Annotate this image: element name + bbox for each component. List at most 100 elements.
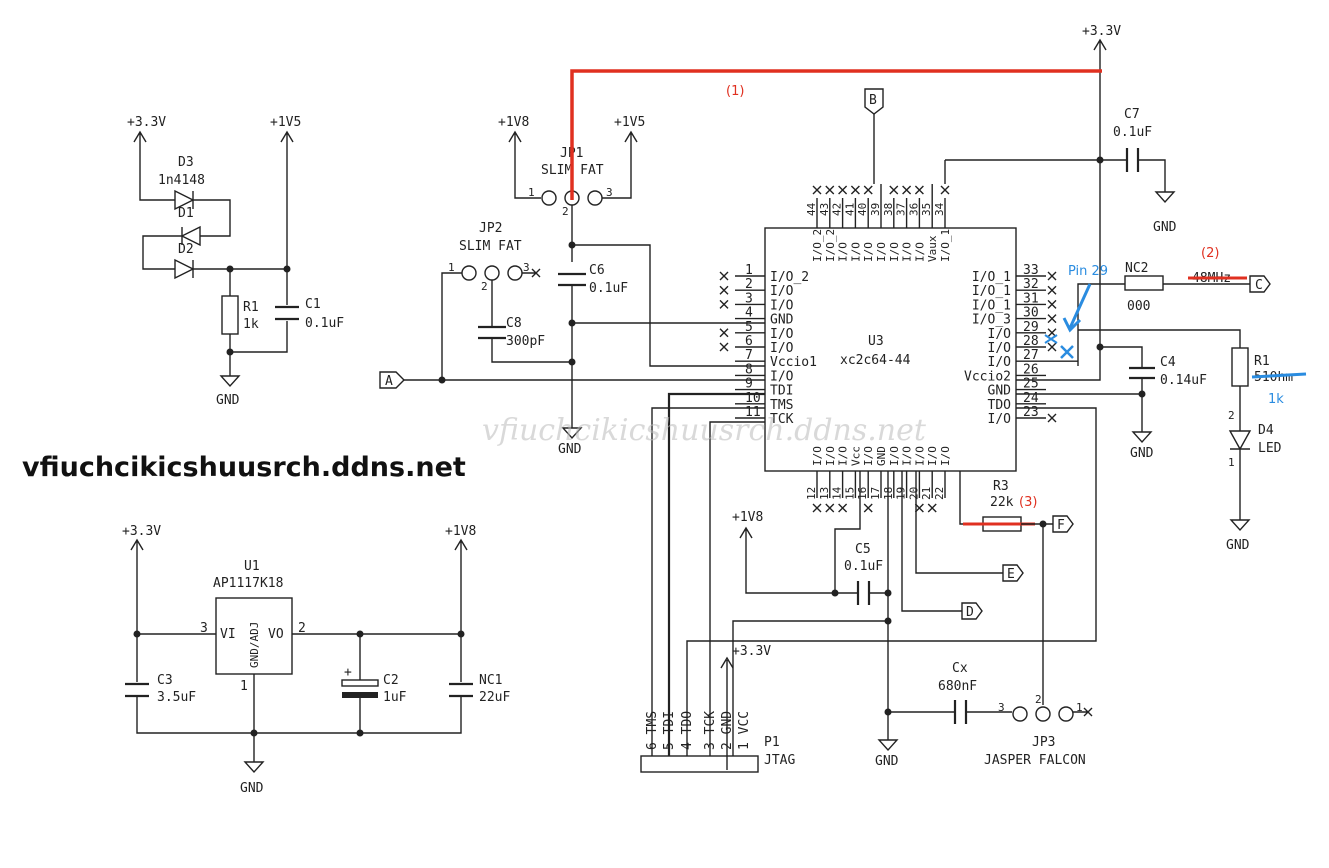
d3-value: 1n4148	[158, 173, 205, 188]
jp1-pad-1	[541, 190, 557, 206]
jp2-pad-2	[484, 265, 500, 281]
u3-pin-num-13: 13	[818, 487, 831, 500]
u3-pin-12: 12I/O	[805, 446, 824, 513]
u3-pin-num-33: 33	[1023, 263, 1039, 278]
jp1-pin2: 2	[562, 205, 569, 218]
u3-pin-name-39: I/O	[875, 242, 888, 262]
u3-pin-name-42: I/O	[837, 242, 850, 262]
u3-pin-name-24: TDO	[988, 398, 1012, 413]
u3-pin-43: 43I/O_2	[818, 185, 837, 262]
power-label-1v5-a: +1V5	[270, 115, 301, 130]
u3-pin-num-9: 9	[745, 377, 753, 392]
c8-value: 300pF	[506, 334, 545, 349]
c3-ref: C3	[157, 673, 173, 688]
u3-pin-name-13: I/O	[824, 446, 837, 466]
u3-pin-num-39: 39	[869, 203, 882, 216]
u3-pin-num-20: 20	[907, 487, 920, 500]
jp3-value: JASPER FALCON	[984, 753, 1086, 768]
u3-pin-name-20: I/O	[913, 446, 926, 466]
c2-ref: C2	[383, 673, 399, 688]
c1-ref: C1	[305, 297, 321, 312]
u3-pin-name-8: I/O	[770, 369, 794, 384]
u3-pin-name-1: I/O_2	[770, 270, 809, 285]
c7-ref: C7	[1124, 107, 1140, 122]
u1-pin1-num: 1	[240, 679, 248, 694]
u3-pin-num-25: 25	[1023, 377, 1039, 392]
u3-pin-num-36: 36	[907, 203, 920, 216]
u3-pin-34: 34I/O_1	[933, 185, 952, 262]
u3-pin-num-4: 4	[745, 306, 753, 321]
u3-pin-name-14: I/O	[837, 446, 850, 466]
u3-pin-num-17: 17	[869, 487, 882, 500]
d1-diode-symbol	[180, 225, 201, 247]
u3-pin-name-35: Vaux	[926, 235, 939, 262]
u3-bottom-pins: 12I/O13I/O14I/O15Vcc16I/O17GND18I/O19I/O…	[805, 446, 952, 513]
jp1-pad-3	[587, 190, 603, 206]
port-e-label: E	[1007, 567, 1015, 582]
u3-pin-name-29: I/O	[988, 327, 1012, 342]
u3-pin-num-22: 22	[933, 487, 946, 500]
c4-value: 0.14uF	[1160, 373, 1207, 388]
p1-pin-label-1: 1 VCC	[737, 711, 752, 750]
jp3-pin1: 1	[1076, 701, 1083, 714]
c6-value: 0.1uF	[589, 281, 628, 296]
u3-pin-num-14: 14	[831, 486, 844, 500]
u3-pin-num-5: 5	[745, 320, 753, 335]
power-label-1v8-b: +1V8	[445, 524, 476, 539]
u3-pin-name-19: I/O	[901, 446, 914, 466]
jp3-ref: JP3	[1032, 735, 1055, 750]
mod-2-label: (2)	[1201, 246, 1219, 261]
u3-pin-name-23: I/O	[988, 412, 1012, 427]
p1-ref: P1	[764, 735, 780, 750]
u1-vi-pin: VI	[220, 627, 236, 642]
port-f-marker	[1052, 515, 1074, 533]
u3-pin-14: 14 I/O	[831, 446, 850, 513]
u3-pin-name-7: Vccio1	[770, 355, 817, 370]
u3-pin-name-25: GND	[988, 384, 1012, 399]
c7-value: 0.1uF	[1113, 125, 1152, 140]
port-d-label: D	[966, 605, 974, 620]
u3-pin-name-15: Vcc	[849, 446, 862, 466]
u3-pin-name-28: I/O	[988, 341, 1012, 356]
u1-adj-pin: GND/ADJ	[248, 622, 261, 668]
p1-pin-1: 1 VCC	[737, 711, 752, 750]
u3-pin-num-29: 29	[1023, 320, 1039, 335]
u3-pin-num-31: 31	[1023, 291, 1039, 306]
u3-pin-num-21: 21	[920, 487, 933, 500]
u3-pin-29: 29 I/O	[988, 320, 1057, 342]
u3-pin-38: 38I/O	[882, 185, 901, 262]
port-c-label: C	[1255, 278, 1263, 293]
u3-pin-num-8: 8	[745, 362, 753, 377]
d4-pin1: 1	[1228, 456, 1235, 469]
u3-pin-num-7: 7	[745, 348, 753, 363]
jp3-pad-1	[1058, 706, 1074, 722]
jp2-ref: JP2	[479, 221, 502, 236]
gnd-label-3: GND	[558, 442, 582, 457]
u3-pin-name-40: I/O	[862, 242, 875, 262]
gnd-label-5: GND	[1130, 446, 1154, 461]
u3-pin-37: 37I/O	[895, 185, 914, 262]
p1-pin-label-4: 4 TDO	[680, 711, 695, 750]
u3-body	[764, 227, 1017, 472]
jp2-value: SLIM FAT	[459, 239, 522, 254]
c1-value: 0.1uF	[305, 316, 344, 331]
u3-pin-9: 9 TDI	[735, 377, 793, 399]
u3-pin-num-40: 40	[856, 203, 869, 216]
power-label-3v3-a: +3.3V	[127, 115, 166, 130]
gnd-label-6: GND	[1226, 538, 1250, 553]
svg-text:+: +	[344, 665, 352, 680]
r1a-value: 1k	[243, 317, 259, 332]
u3-pin-name-9: TDI	[770, 384, 793, 399]
u3-pin-num-32: 32	[1023, 277, 1039, 292]
